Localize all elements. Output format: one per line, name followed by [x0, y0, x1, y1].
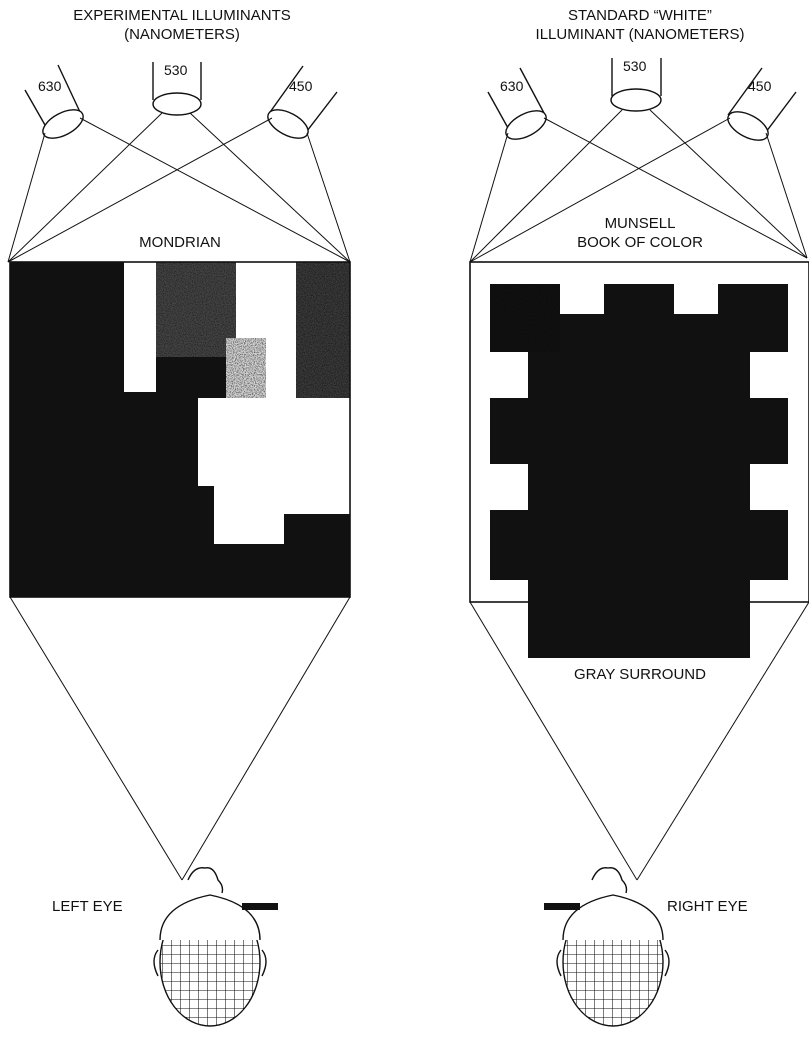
- left-eye-label: LEFT EYE: [52, 898, 123, 915]
- munsell-label: MUNSELL BOOK OF COLOR: [560, 214, 720, 252]
- left-wavelength-450: 450: [289, 78, 313, 94]
- projector-630-icon: [487, 67, 547, 140]
- right-title: STANDARD “WHITE” ILLUMINANT (NANOMETERS): [480, 6, 800, 44]
- left-wavelength-630: 630: [38, 78, 62, 94]
- right-eye-label: RIGHT EYE: [667, 898, 748, 915]
- left-panel: [7, 62, 351, 1027]
- mondrian-label: MONDRIAN: [139, 234, 221, 251]
- eye-shutter-icon: [242, 903, 278, 910]
- left-wavelength-530: 530: [164, 62, 188, 78]
- right-wavelength-530: 530: [623, 58, 647, 74]
- right-wavelength-630: 630: [500, 78, 524, 94]
- right-title-line2: ILLUMINANT (NANOMETERS): [535, 26, 745, 43]
- munsell-label-line1: MUNSELL: [604, 215, 676, 232]
- projector-530-icon: [610, 58, 662, 112]
- projector-630-icon: [24, 64, 84, 139]
- mondrian-display: [10, 262, 350, 597]
- projector-450-icon: [267, 65, 338, 139]
- viewing-cone-right: [469, 601, 809, 881]
- light-beams-right: [469, 109, 808, 263]
- left-title-line2: (NANOMETERS): [124, 26, 240, 43]
- left-title-line1: EXPERIMENTAL ILLUMINANTS: [73, 7, 291, 24]
- light-beams-left: [7, 112, 351, 263]
- head-icon: [153, 867, 267, 1027]
- eye-shutter-icon: [544, 903, 580, 910]
- projector-530-icon: [152, 62, 202, 116]
- head-icon: [556, 867, 670, 1027]
- right-panel: [469, 58, 809, 1027]
- left-title: EXPERIMENTAL ILLUMINANTS (NANOMETERS): [22, 6, 342, 44]
- munsell-label-line2: BOOK OF COLOR: [577, 234, 703, 251]
- right-title-line1: STANDARD “WHITE”: [568, 7, 712, 24]
- gray-surround-label: GRAY SURROUND: [574, 666, 706, 683]
- right-wavelength-450: 450: [748, 78, 772, 94]
- viewing-cone-left: [9, 596, 351, 881]
